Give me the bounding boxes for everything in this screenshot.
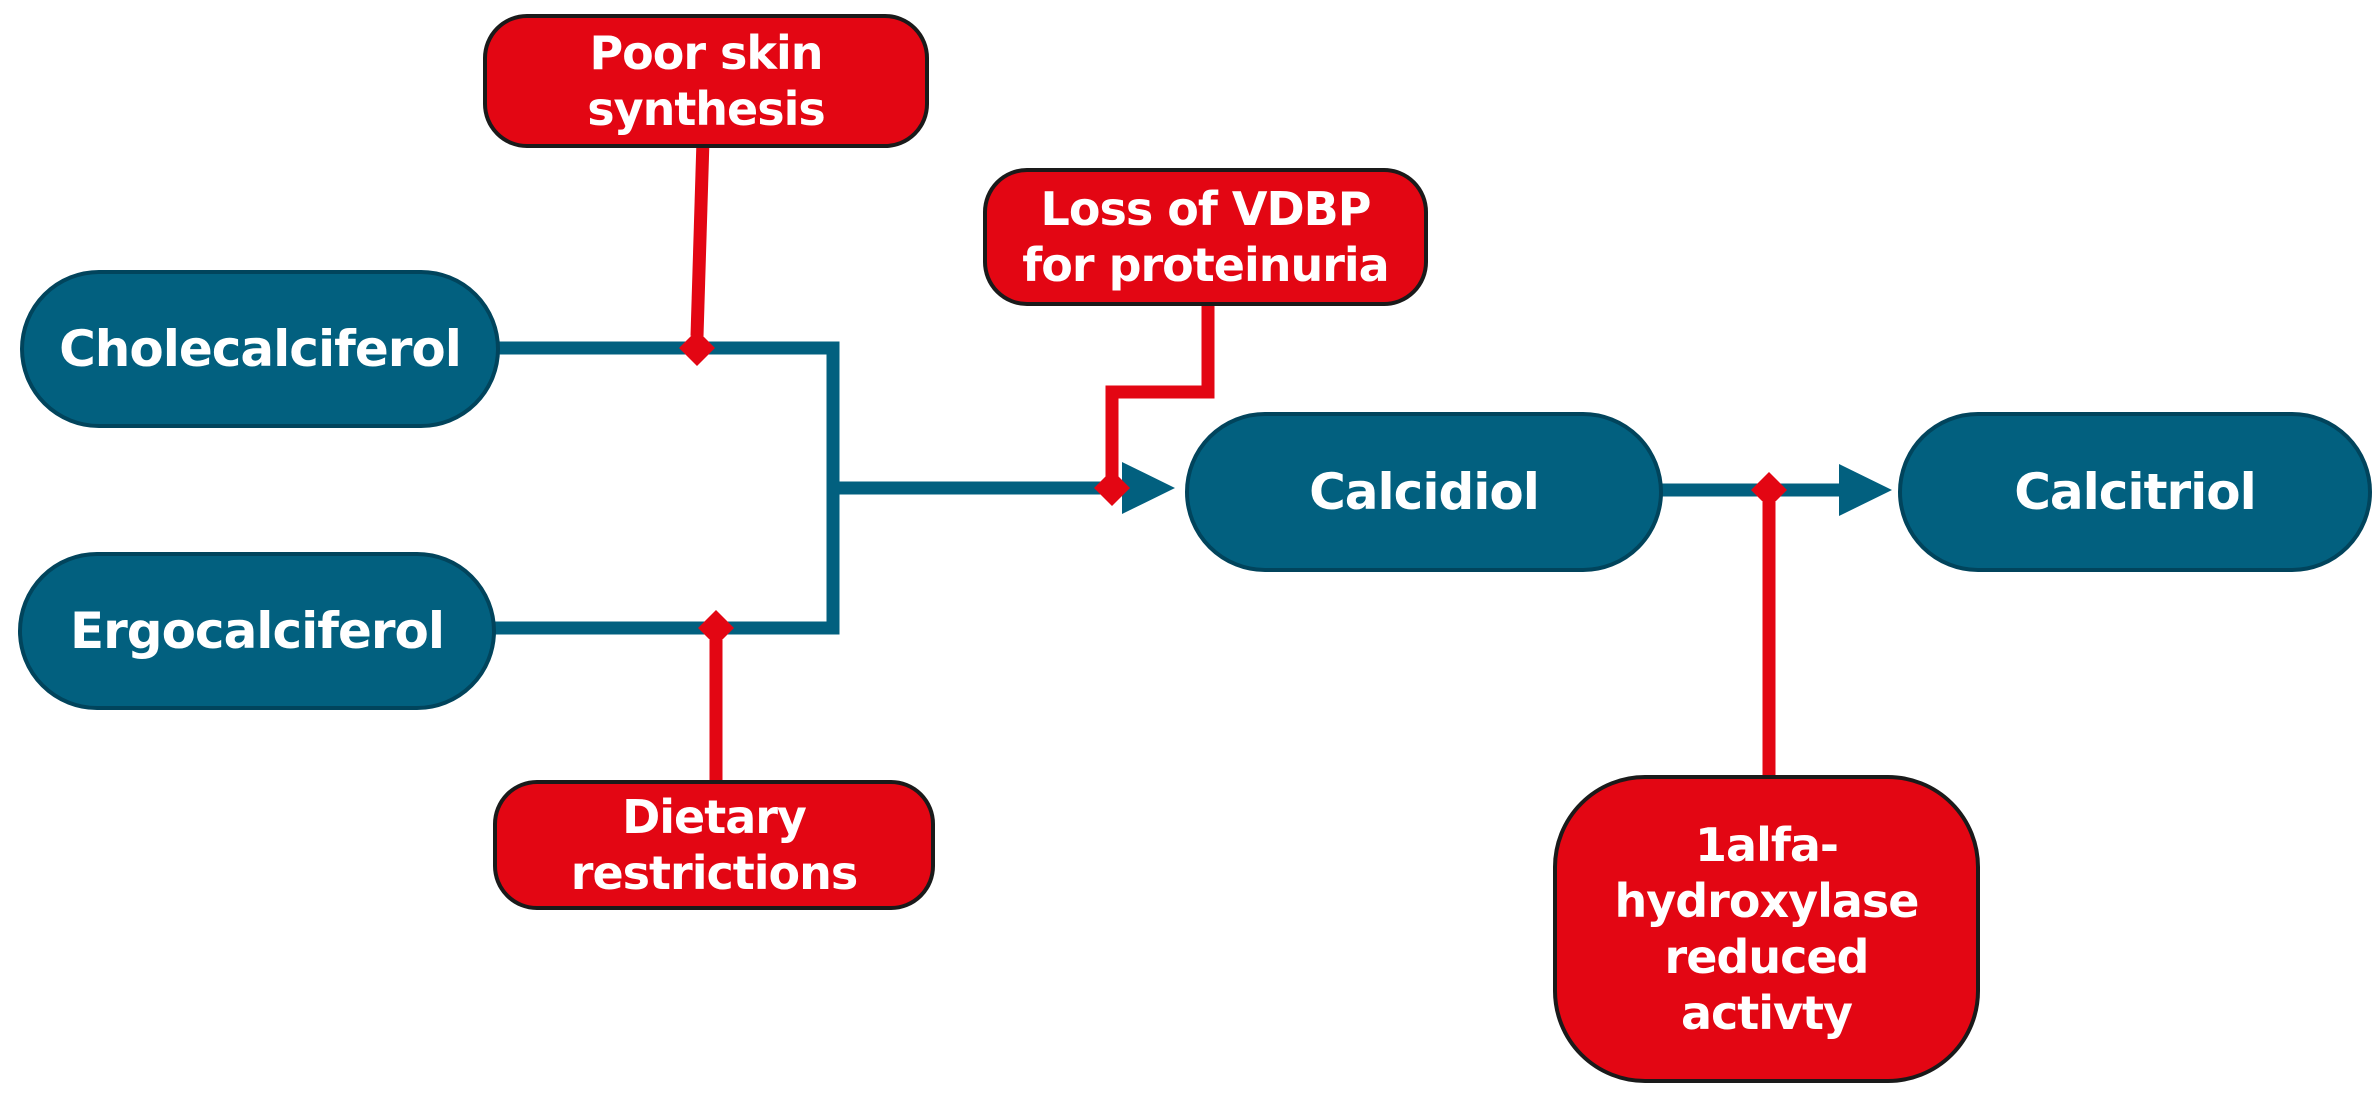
- calcidiol-label: Calcidiol: [1309, 463, 1540, 521]
- arrow-to-calcidiol: [1122, 462, 1175, 514]
- ergocalciferol-label: Ergocalciferol: [69, 602, 445, 660]
- dietary-restrictions-box: Dietary restrictions: [493, 780, 935, 910]
- loss-of-vdbp-box: Loss of VDBP for proteinuria: [983, 168, 1428, 306]
- calcitriol-node: Calcitriol: [1898, 412, 2372, 572]
- skin-synthesis-inhibitor-line: [690, 139, 710, 337]
- poor-skin-synthesis-box: Poor skin synthesis: [483, 14, 929, 148]
- vdbp-inhibition-marker: [1094, 470, 1130, 506]
- calcidiol-node: Calcidiol: [1185, 412, 1663, 572]
- cholecalciferol-label: Cholecalciferol: [59, 320, 462, 378]
- cholecalciferol-node: Cholecalciferol: [20, 270, 500, 428]
- cholecalciferol-connector: [490, 341, 840, 635]
- skin-synthesis-inhibition-marker: [679, 330, 715, 366]
- hydroxylase-activity-box: 1alfa- hydroxylase reduced activty: [1553, 775, 1980, 1083]
- poor-skin-synthesis-label: Poor skin synthesis: [587, 26, 826, 136]
- hydroxylase-inhibition-marker: [1751, 472, 1787, 508]
- hydroxylase-activity-label: 1alfa- hydroxylase reduced activty: [1614, 818, 1920, 1040]
- ergocalciferol-node: Ergocalciferol: [18, 552, 496, 710]
- calcitriol-label: Calcitriol: [2014, 463, 2257, 521]
- arrow-to-calcitriol: [1839, 464, 1892, 516]
- dietary-inhibition-marker: [698, 610, 734, 646]
- vdbp-inhibitor-line: [1105, 302, 1215, 478]
- dietary-restrictions-label: Dietary restrictions: [570, 790, 858, 900]
- loss-of-vdbp-label: Loss of VDBP for proteinuria: [1022, 182, 1389, 292]
